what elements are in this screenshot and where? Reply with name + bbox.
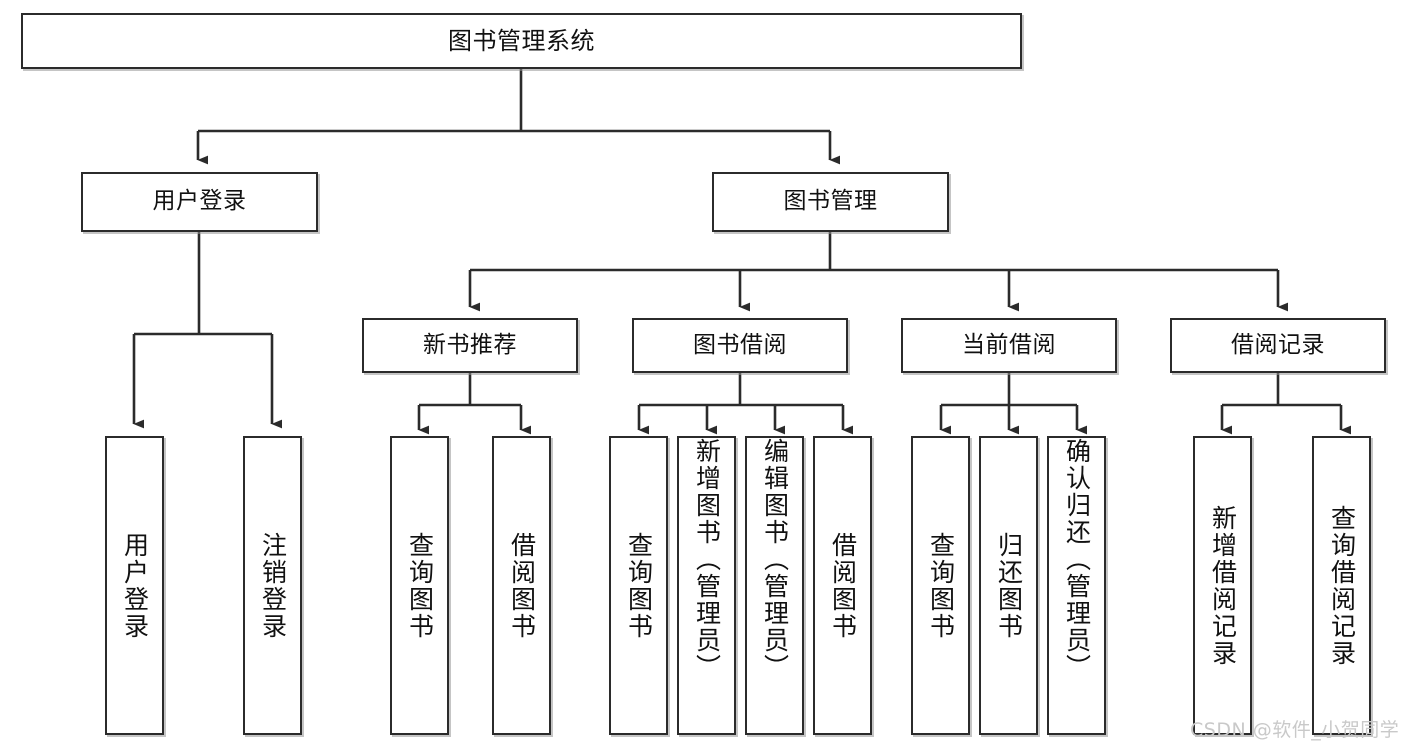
node-leaf-add-record[interactable]: 新增借阅记录	[1193, 436, 1252, 735]
node-book-manage-label: 图书管理	[783, 188, 878, 215]
node-leaf-edit-book-label: 编辑图书（管理员）	[760, 438, 790, 681]
node-book-borrow[interactable]: 图书借阅	[632, 318, 848, 373]
node-leaf-return-book-label: 归还图书	[994, 531, 1024, 640]
csdn-watermark: CSDN @软件_小贺同学	[1190, 719, 1400, 741]
node-new-book-recommend-label: 新书推荐	[423, 331, 517, 358]
node-leaf-user-login[interactable]: 用户登录	[105, 436, 164, 735]
node-current-borrow[interactable]: 当前借阅	[901, 318, 1117, 373]
node-leaf-query-record[interactable]: 查询借阅记录	[1312, 436, 1371, 735]
node-leaf-query-record-label: 查询借阅记录	[1327, 504, 1357, 667]
node-leaf-add-book[interactable]: 新增图书（管理员）	[677, 436, 736, 735]
node-leaf-confirm-return-label: 确认归还（管理员）	[1062, 438, 1092, 681]
node-user-login-label: 用户登录	[152, 188, 247, 215]
node-leaf-user-login-label: 用户登录	[120, 531, 150, 640]
node-leaf-return-book[interactable]: 归还图书	[979, 436, 1038, 735]
node-leaf-edit-book[interactable]: 编辑图书（管理员）	[745, 436, 804, 735]
node-leaf-borrow-book-1[interactable]: 借阅图书	[492, 436, 551, 735]
node-book-borrow-label: 图书借阅	[693, 331, 787, 358]
node-current-borrow-label: 当前借阅	[962, 331, 1056, 358]
node-leaf-logout-label: 注销登录	[258, 531, 288, 640]
node-borrow-record-label: 借阅记录	[1231, 331, 1325, 358]
node-root-label: 图书管理系统	[448, 26, 595, 55]
node-leaf-query-book-1[interactable]: 查询图书	[390, 436, 449, 735]
node-borrow-record[interactable]: 借阅记录	[1170, 318, 1386, 373]
node-leaf-borrow-book-1-label: 借阅图书	[507, 531, 537, 640]
node-new-book-recommend[interactable]: 新书推荐	[362, 318, 578, 373]
node-leaf-query-book-1-label: 查询图书	[405, 531, 435, 640]
node-leaf-logout[interactable]: 注销登录	[243, 436, 302, 735]
node-leaf-query-book-2[interactable]: 查询图书	[609, 436, 668, 735]
node-leaf-borrow-book-2[interactable]: 借阅图书	[813, 436, 872, 735]
node-book-manage[interactable]: 图书管理	[712, 172, 949, 232]
node-leaf-query-book-3-label: 查询图书	[926, 531, 956, 640]
node-leaf-add-record-label: 新增借阅记录	[1208, 504, 1238, 667]
node-leaf-borrow-book-2-label: 借阅图书	[828, 531, 858, 640]
node-user-login[interactable]: 用户登录	[81, 172, 318, 232]
node-leaf-query-book-3[interactable]: 查询图书	[911, 436, 970, 735]
node-leaf-query-book-2-label: 查询图书	[624, 531, 654, 640]
node-leaf-add-book-label: 新增图书（管理员）	[692, 438, 722, 681]
node-leaf-confirm-return[interactable]: 确认归还（管理员）	[1047, 436, 1106, 735]
node-root[interactable]: 图书管理系统	[21, 13, 1022, 69]
